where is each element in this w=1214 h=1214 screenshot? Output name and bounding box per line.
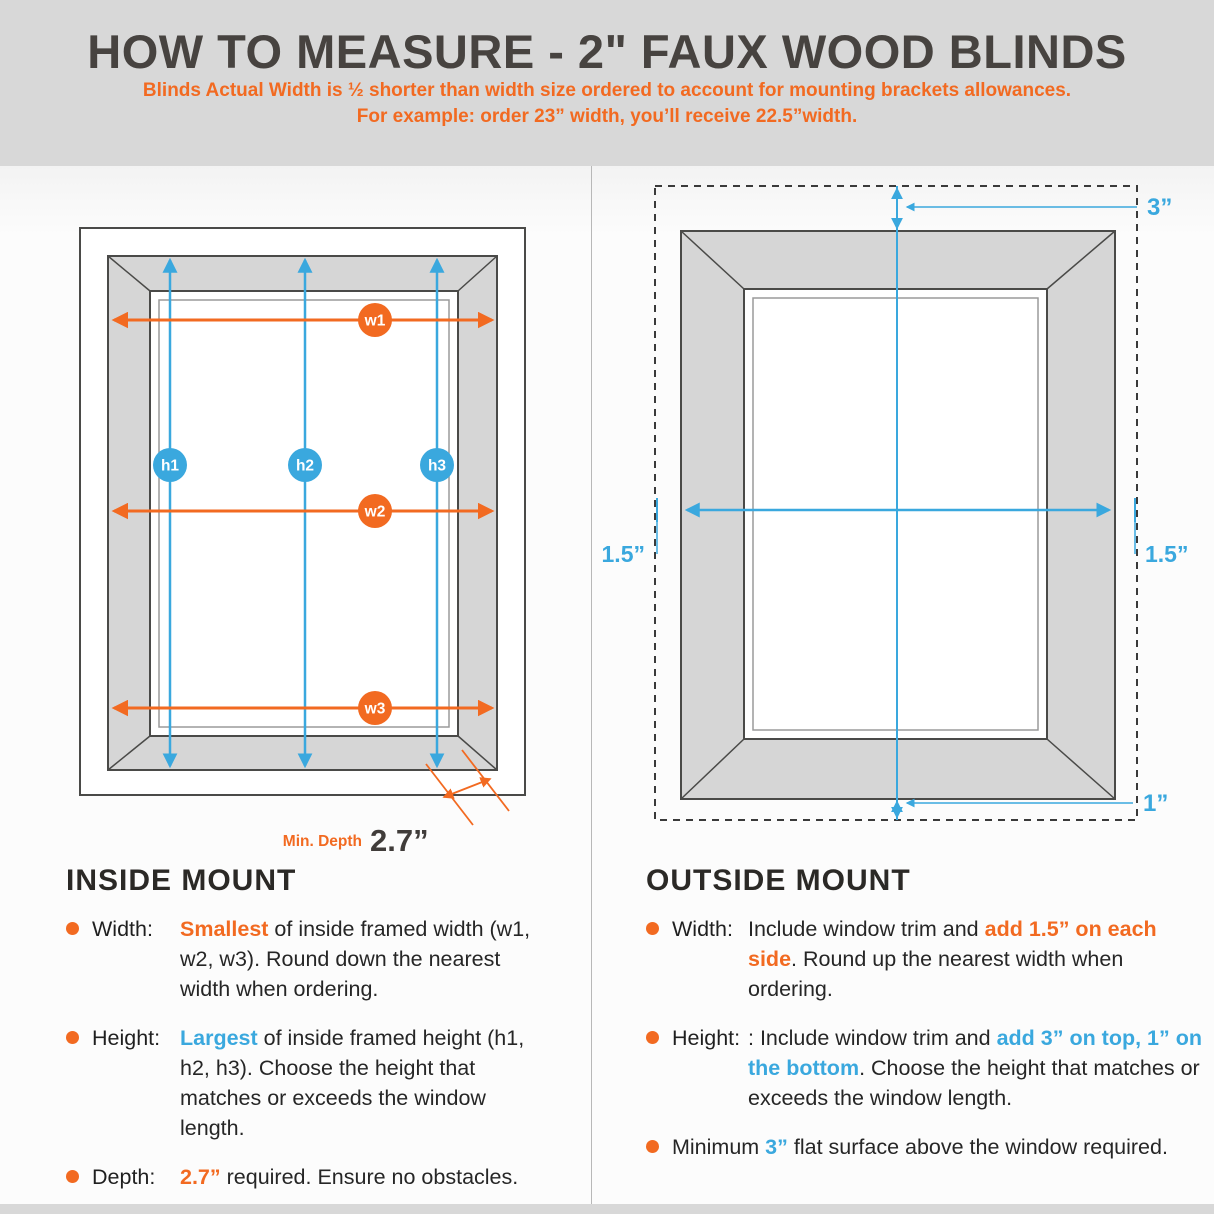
- width-badges: w1 w2 w3: [358, 303, 392, 725]
- bullet-dot: [66, 922, 79, 935]
- bullet-dot: [646, 1140, 659, 1153]
- w3-label: w3: [364, 701, 386, 718]
- inside-width-bullet: Width: Smallest of inside framed width (…: [66, 914, 550, 1004]
- header-subtitle-1: Blinds Actual Width is ½ shorter than wi…: [142, 80, 1072, 101]
- outside-mount-diagram: 3” 1” 1.5” 1.5”: [602, 185, 1188, 821]
- bullet-text: Smallest of inside framed width (w1, w2,…: [180, 917, 531, 1001]
- inside-height-bullet: Height: Largest of inside framed height …: [66, 1023, 550, 1143]
- w1-label: w1: [364, 313, 386, 330]
- left-gap-label: 1.5”: [602, 541, 645, 567]
- h1-label: h1: [161, 458, 179, 475]
- bullet-text: 2.7” required. Ensure no obstacles.: [180, 1165, 519, 1189]
- outside-width-bullet: Width: Include window trim and add 1.5” …: [646, 914, 1202, 1004]
- bullet-text: Include window trim and add 1.5” on each…: [748, 917, 1157, 1001]
- height-badges: h1 h2 h3: [153, 448, 454, 482]
- header-subtitle-2: For example: order 23” width, you’ll rec…: [356, 106, 858, 127]
- bullet-text: Largest of inside framed height (h1, h2,…: [180, 1026, 525, 1140]
- bottom-gap-measure: 1”: [905, 790, 1168, 817]
- outside-mount-section: OUTSIDE MOUNT Width: Include window trim…: [646, 864, 1202, 1181]
- bullet-dot: [646, 1031, 659, 1044]
- min-depth-value: 2.7”: [370, 823, 429, 858]
- bullet-label: Height:: [92, 1026, 161, 1050]
- outside-minimum-bullet: Minimum 3” flat surface above the window…: [646, 1132, 1202, 1162]
- bullet-text: Minimum 3” flat surface above the window…: [672, 1135, 1168, 1159]
- bullet-label: Depth:: [92, 1165, 156, 1189]
- inside-mount-section: INSIDE MOUNT Width: Smallest of inside f…: [66, 864, 550, 1211]
- bullet-dot: [66, 1031, 79, 1044]
- bullet-label: Width:: [672, 917, 733, 941]
- outside-height-bullet: Height: : Include window trim and add 3”…: [646, 1023, 1202, 1113]
- header: HOW TO MEASURE - 2" FAUX WOOD BLINDS Bli…: [0, 0, 1214, 166]
- bullet-label: Width:: [92, 917, 153, 941]
- outside-mount-heading: OUTSIDE MOUNT: [646, 864, 911, 897]
- top-gap-measure: 3”: [905, 194, 1172, 221]
- inside-depth-bullet: Depth: 2.7” required. Ensure no obstacle…: [66, 1162, 550, 1192]
- bullet-text: : Include window trim and add 3” on top,…: [748, 1026, 1202, 1110]
- right-gap-label: 1.5”: [1145, 541, 1188, 567]
- width-arrows: [111, 311, 495, 717]
- bullet-dot: [646, 922, 659, 935]
- inside-mount-heading: INSIDE MOUNT: [66, 864, 297, 897]
- page-title: HOW TO MEASURE - 2" FAUX WOOD BLINDS: [87, 25, 1127, 78]
- bullet-label: Height:: [672, 1026, 741, 1050]
- inside-mount-diagram: h1 h2 h3 w1 w2 w3 Min. Depth 2.7”: [79, 227, 526, 858]
- h2-label: h2: [296, 458, 314, 475]
- h3-label: h3: [428, 458, 446, 475]
- min-depth-label: Min. Depth: [283, 833, 362, 850]
- width-measure: 1.5” 1.5”: [602, 498, 1188, 567]
- top-gap-label: 3”: [1147, 194, 1172, 221]
- bottom-gap-label: 1”: [1143, 790, 1168, 817]
- panel-divider: [591, 166, 592, 1204]
- min-depth-indicator: Min. Depth 2.7”: [283, 749, 510, 858]
- w2-label: w2: [364, 504, 386, 521]
- bottom-border-bar: [0, 1204, 1214, 1214]
- bullet-dot: [66, 1170, 79, 1183]
